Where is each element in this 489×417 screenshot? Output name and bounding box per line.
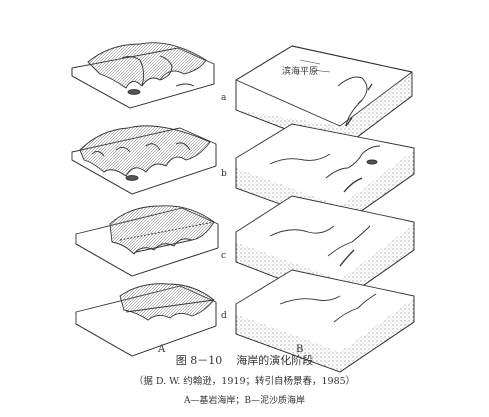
coastal-plain-label: 滨海平原 xyxy=(282,65,318,77)
column-label-a: A xyxy=(157,344,166,355)
islet-b xyxy=(125,175,139,181)
figure-caption-title: 图 8－10 海岸的演化阶段 xyxy=(0,352,489,368)
figure-number: 图 8－10 xyxy=(175,354,223,367)
barrier-b xyxy=(366,159,378,165)
headland-c xyxy=(109,205,215,255)
column-label-b: B xyxy=(296,344,303,355)
block-b-stage-d xyxy=(235,269,415,373)
block-a-stage-a xyxy=(71,42,215,109)
stage-label-d: d xyxy=(221,311,227,321)
block-a-stage-c xyxy=(75,205,219,277)
block-a-stage-d xyxy=(75,283,217,357)
headland-b xyxy=(79,125,211,177)
block-a-stage-b xyxy=(71,125,217,195)
islet-a xyxy=(127,89,141,95)
figure-title: 海岸的演化阶段 xyxy=(236,354,314,367)
stage-label-a: a xyxy=(221,93,227,103)
stage-label-c: c xyxy=(221,251,226,261)
figure-source: （据 D. W. 约翰逊，1919；转引自杨景春，1985） xyxy=(133,376,356,387)
headland-d xyxy=(119,283,215,321)
stage-label-b: b xyxy=(221,169,227,179)
figure-legend: A—基岩海岸；B—泥沙质海岸 xyxy=(183,396,306,406)
